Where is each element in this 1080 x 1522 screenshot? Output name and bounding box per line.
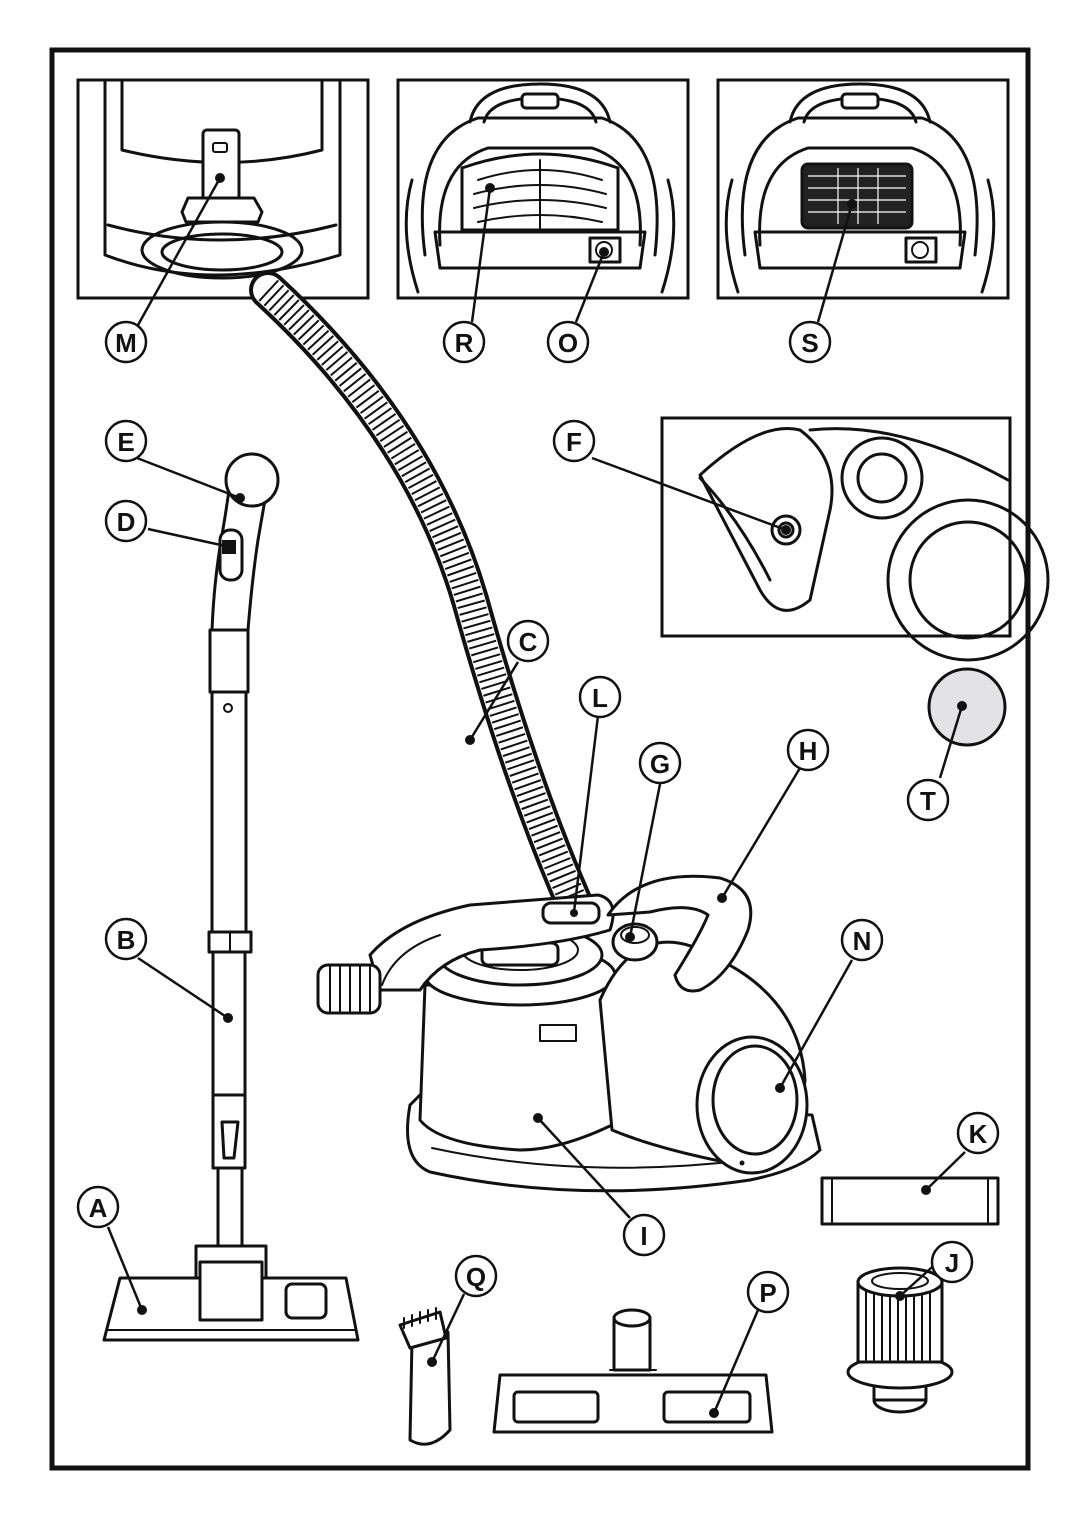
- callout-label-g: G: [650, 749, 670, 779]
- panel-rear-grille: [396, 78, 690, 300]
- callout-a: A: [76, 1185, 120, 1229]
- callout-p: P: [746, 1270, 790, 1314]
- callout-label-f: F: [566, 427, 582, 457]
- callout-m: M: [104, 320, 148, 364]
- callout-q: Q: [454, 1254, 498, 1298]
- callout-label-h: H: [799, 736, 818, 766]
- outer-frame: [49, 47, 1031, 1471]
- callout-label-b: B: [117, 925, 136, 955]
- callout-label-s: S: [801, 328, 818, 358]
- callout-d: D: [104, 499, 148, 543]
- callout-label-m: M: [115, 328, 137, 358]
- panel-power-button: [660, 416, 1050, 662]
- callout-e: E: [104, 419, 148, 463]
- callout-label-p: P: [759, 1278, 776, 1308]
- callout-h: H: [786, 728, 830, 772]
- grey-disc: [927, 667, 1007, 747]
- callout-label-c: C: [519, 627, 538, 657]
- callout-label-j: J: [945, 1248, 959, 1278]
- leader-dots: [137, 173, 967, 1418]
- callout-label-t: T: [920, 786, 936, 816]
- panel-container-bottom: [76, 78, 370, 300]
- callout-label-i: I: [640, 1221, 647, 1251]
- panel-filter: [716, 78, 1010, 300]
- floor-nozzle: [102, 1244, 360, 1342]
- callout-l: L: [578, 675, 622, 719]
- callout-label-q: Q: [466, 1262, 486, 1292]
- callout-s: S: [788, 320, 832, 364]
- upholstery-nozzle: [492, 1308, 774, 1434]
- callout-label-r: R: [455, 328, 474, 358]
- foam-filter: [820, 1176, 1000, 1226]
- callout-r: R: [442, 320, 486, 364]
- hose: [249, 271, 594, 924]
- callout-label-a: A: [89, 1193, 108, 1223]
- callout-label-e: E: [117, 427, 134, 457]
- callout-label-l: L: [592, 683, 608, 713]
- callout-label-o: O: [558, 328, 578, 358]
- callout-f: F: [552, 419, 596, 463]
- callout-o: O: [546, 320, 590, 364]
- callout-j: J: [930, 1240, 974, 1284]
- callout-t: T: [906, 778, 950, 822]
- callout-b: B: [104, 917, 148, 961]
- callout-k: K: [956, 1111, 1000, 1155]
- callout-g: G: [638, 741, 682, 785]
- callout-label-n: N: [853, 926, 872, 956]
- callout-i: I: [622, 1213, 666, 1257]
- callout-n: N: [840, 918, 884, 962]
- callout-c: C: [506, 619, 550, 663]
- cartridge-filter: [846, 1266, 954, 1414]
- crevice-tool: [398, 1307, 452, 1446]
- callout-label-k: K: [969, 1119, 988, 1149]
- vacuum-body: [316, 874, 822, 1193]
- leader-lines: [106, 177, 966, 1414]
- callout-label-d: D: [117, 507, 136, 537]
- handle-and-tube: [207, 452, 280, 1248]
